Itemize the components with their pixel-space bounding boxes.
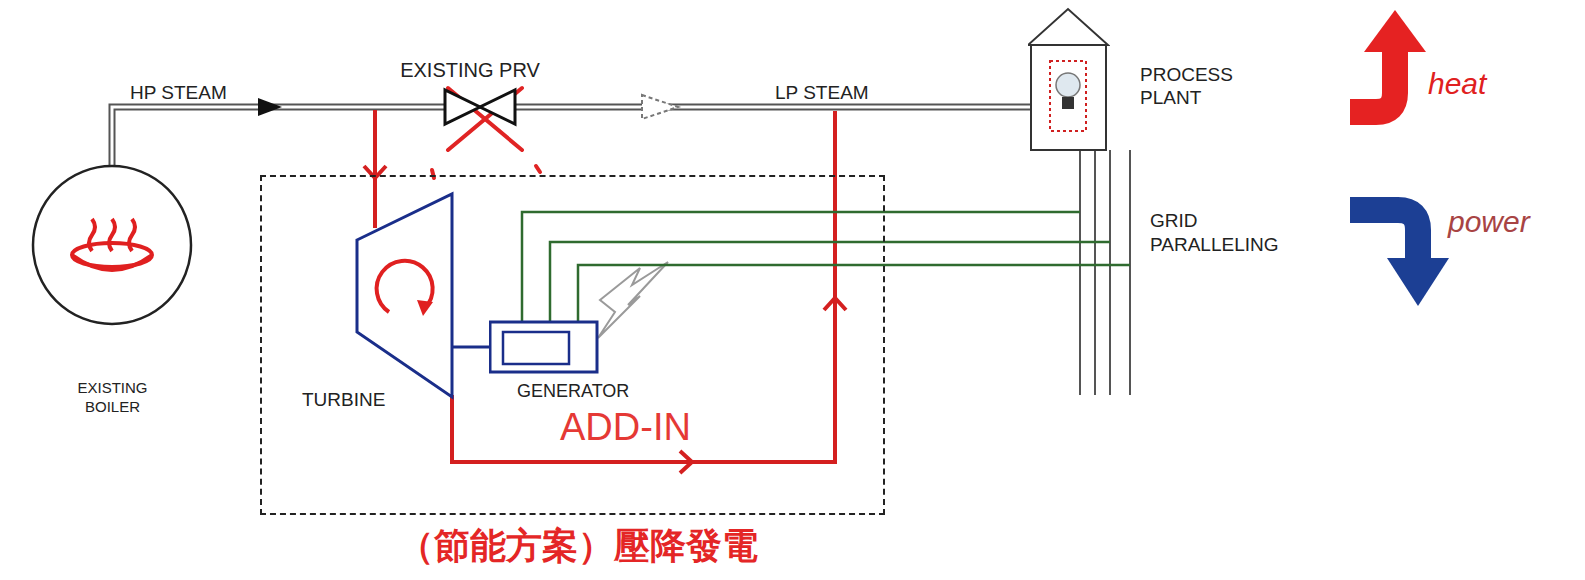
drawing-part — [33, 166, 191, 324]
drawing-part — [445, 90, 480, 124]
drawing-part — [72, 243, 152, 267]
grid-wire — [1129, 150, 1131, 395]
arrow-head — [824, 298, 846, 310]
connector-line — [578, 265, 1130, 322]
pipe-label: HP STEAM — [130, 82, 227, 104]
drawing-part — [480, 90, 515, 124]
node-label: TURBINE — [302, 388, 412, 411]
grid-wire — [1109, 150, 1111, 395]
drawing-part — [1050, 61, 1086, 131]
node-label: EXISTING BOILER — [65, 378, 160, 416]
connector-line — [550, 242, 1110, 322]
heat-arrow-body — [1350, 48, 1395, 112]
connector — [112, 98, 445, 166]
power-arrow-body — [1350, 210, 1418, 262]
boiler-circle-outline — [30, 163, 195, 328]
grid-wires — [1080, 150, 1130, 395]
node-label: GENERATOR — [517, 380, 657, 402]
add-in-region: ADD-IN TURBINE GENERATOR — [260, 175, 885, 515]
steam-pipe-outer — [112, 107, 445, 166]
node-label: EXISTING PRV — [385, 58, 555, 82]
boiler-circle: EXISTING BOILER — [30, 163, 195, 413]
caption: （節能方案）壓降發電 — [318, 522, 838, 570]
heat-arrow — [1350, 10, 1426, 112]
connector — [452, 347, 490, 348]
drawing-part — [490, 322, 597, 372]
connector — [364, 110, 386, 228]
grid-wire — [1079, 150, 1081, 395]
drawing-part — [503, 332, 569, 364]
process-plant-house: PROCESS PLANT — [1028, 5, 1243, 155]
lightning-symbol — [598, 262, 668, 338]
turbine-shape-outline — [297, 190, 462, 405]
heat-arrow-head — [1364, 10, 1426, 52]
connector — [515, 95, 1031, 119]
generator-box: GENERATOR — [489, 320, 659, 412]
drawing-part — [417, 300, 433, 316]
steam-pipe-outer — [515, 104, 1031, 111]
connector-line — [522, 212, 1080, 322]
drawing-part — [1031, 45, 1106, 150]
drawing-part — [357, 194, 452, 397]
arrow-head — [642, 95, 678, 119]
steam-pipe-inner — [112, 107, 445, 166]
connector — [522, 212, 1130, 322]
removal-cross — [432, 88, 540, 178]
connector-line — [452, 346, 490, 349]
drawing-part — [1028, 9, 1108, 45]
node-label: PROCESS PLANT — [1140, 63, 1240, 109]
grid-label: GRID PARALLELING — [1150, 209, 1300, 257]
power-arrow — [1350, 210, 1449, 306]
heat-label: heat — [1428, 66, 1528, 102]
node-label: ADD-IN — [560, 405, 750, 449]
cross-dash — [536, 166, 540, 172]
pressure-reducing-valve: EXISTING PRV — [385, 58, 555, 130]
connector-line — [373, 110, 377, 228]
drawing-part — [129, 219, 135, 251]
power-label: power — [1448, 204, 1568, 240]
grid-wire — [1094, 150, 1096, 395]
power-arrow-head — [1387, 258, 1449, 306]
drawing-part — [89, 219, 95, 251]
steam-pipe-inner — [515, 106, 1031, 109]
drawing-part — [1056, 73, 1080, 97]
drawing-part — [1062, 97, 1074, 109]
process-plant-house-outline — [1028, 5, 1110, 155]
arrow-head — [680, 451, 692, 473]
pipe-label: LP STEAM — [775, 82, 869, 104]
arrow-head — [258, 98, 282, 116]
connector — [452, 111, 846, 473]
generator-box-outline — [489, 320, 601, 376]
connector-line — [452, 111, 835, 462]
drawing-part — [109, 219, 115, 251]
turbine-shape: TURBINE — [297, 190, 462, 415]
